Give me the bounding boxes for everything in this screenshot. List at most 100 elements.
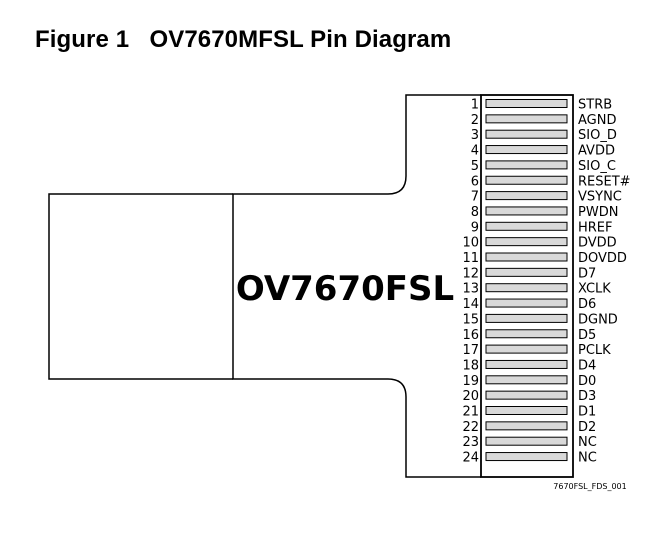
pin-contact (485, 375, 568, 385)
pin-name: RESET# (578, 174, 631, 189)
pin-14: 14 D6 (462, 297, 596, 312)
pin-number: 19 (462, 374, 479, 389)
chip-label: OV7670FSL (236, 269, 454, 309)
pin-contact (485, 145, 568, 155)
pin-contact (485, 406, 568, 415)
pin-21: 21 D1 (462, 405, 596, 420)
pin-name: DOVDD (578, 251, 627, 266)
pin-name: PCLK (578, 343, 611, 358)
pin-contact (485, 298, 568, 308)
figure-title: Figure 1 OV7670MFSL Pin Diagram (35, 26, 452, 53)
pin-number: 14 (462, 297, 479, 312)
pin-contact (485, 252, 568, 262)
pin-number: 12 (462, 266, 479, 281)
pin-contact (485, 191, 568, 201)
pin-contact (485, 129, 568, 139)
pin-contact (485, 175, 568, 185)
pin-list: 1 STRB 2 AGND 3 SIO_D 4 AVDD 5 SIO_C 6 RESET# 7 VSYNC… (462, 98, 630, 466)
pin-name: D2 (578, 420, 596, 435)
pin-4: 4 AVDD (471, 144, 615, 159)
pin-number: 5 (471, 159, 479, 174)
pin-15: 15 DGND (462, 312, 617, 327)
pin-number: 9 (471, 220, 479, 235)
pin-contact (485, 283, 568, 293)
pin-name: D0 (578, 374, 596, 389)
pin-16: 16 D5 (462, 328, 596, 343)
pin-number: 11 (462, 251, 479, 266)
pin-number: 15 (462, 312, 479, 327)
pin-11: 11 DOVDD (462, 251, 626, 266)
pin-8: 8 PWDN (471, 205, 619, 220)
pin-number: 1 (471, 98, 479, 113)
pin-3: 3 SIO_D (471, 128, 617, 143)
pin-23: 23 NC (462, 435, 596, 450)
pin-20: 20 D3 (462, 389, 596, 404)
pin-name: XCLK (578, 282, 611, 297)
pin-6: 6 RESET# (471, 174, 631, 189)
camera-module-body (48, 193, 233, 380)
pin-number: 18 (462, 358, 479, 373)
pin-number: 4 (471, 144, 479, 159)
figure-reference: 7670FSL_FDS_001 (553, 482, 626, 491)
pin-contact (485, 267, 568, 277)
pin-name: HREF (578, 220, 613, 235)
flex-cable-outline (232, 94, 481, 478)
pin-contact (485, 329, 568, 339)
pin-contact (485, 313, 568, 323)
pin-contact (485, 452, 568, 462)
pin-7: 7 VSYNC (471, 190, 622, 205)
pin-name: PWDN (578, 205, 618, 220)
pin-number: 21 (462, 405, 479, 420)
pin-2: 2 AGND (471, 113, 617, 128)
pin-name: D6 (578, 297, 596, 312)
pin-name: DVDD (578, 236, 617, 251)
pin-17: 17 PCLK (462, 343, 611, 358)
pin-name: D1 (578, 405, 596, 420)
pin-name: VSYNC (578, 190, 622, 205)
pin-contact (485, 359, 568, 369)
pin-contact (485, 237, 568, 247)
pin-name: AVDD (578, 144, 615, 159)
pin-number: 13 (462, 282, 479, 297)
pin-number: 23 (462, 435, 479, 450)
pin-contact (485, 436, 568, 446)
pin-name: D7 (578, 266, 596, 281)
pin-name: D4 (578, 358, 596, 373)
pin-18: 18 D4 (462, 358, 596, 373)
pin-contact (485, 114, 568, 124)
pin-5: 5 SIO_C (471, 159, 616, 174)
pin-name: D5 (578, 328, 596, 343)
pin-number: 2 (471, 113, 479, 128)
pin-name: DGND (578, 312, 618, 327)
pin-contact (485, 221, 568, 231)
pin-name: SIO_D (578, 128, 617, 143)
pin-contact (485, 421, 568, 431)
pin-number: 6 (471, 174, 479, 189)
pin-number: 16 (462, 328, 479, 343)
pin-10: 10 DVDD (462, 236, 616, 251)
pin-number: 20 (462, 389, 479, 404)
pin-name: NC (578, 435, 597, 450)
pin-9: 9 HREF (471, 220, 613, 235)
pin-12: 12 D7 (462, 266, 596, 281)
pin-contact (485, 99, 568, 108)
pin-name: SIO_C (578, 159, 616, 174)
pin-13: 13 XCLK (462, 282, 611, 297)
pin-24: 24 NC (462, 451, 596, 466)
pin-name: STRB (578, 98, 612, 113)
pin-number: 17 (462, 343, 479, 358)
pin-name: D3 (578, 389, 596, 404)
pin-contact (485, 160, 568, 170)
pin-number: 3 (471, 128, 479, 143)
pin-contact (485, 344, 568, 354)
pin-number: 22 (462, 420, 479, 435)
pin-number: 7 (471, 190, 479, 205)
pin-19: 19 D0 (462, 374, 596, 389)
pin-number: 10 (462, 236, 479, 251)
pin-name: AGND (578, 113, 616, 128)
pin-number: 8 (471, 205, 479, 220)
pin-contact (485, 206, 568, 216)
pin-name: NC (578, 451, 597, 466)
pin-number: 24 (462, 451, 479, 466)
